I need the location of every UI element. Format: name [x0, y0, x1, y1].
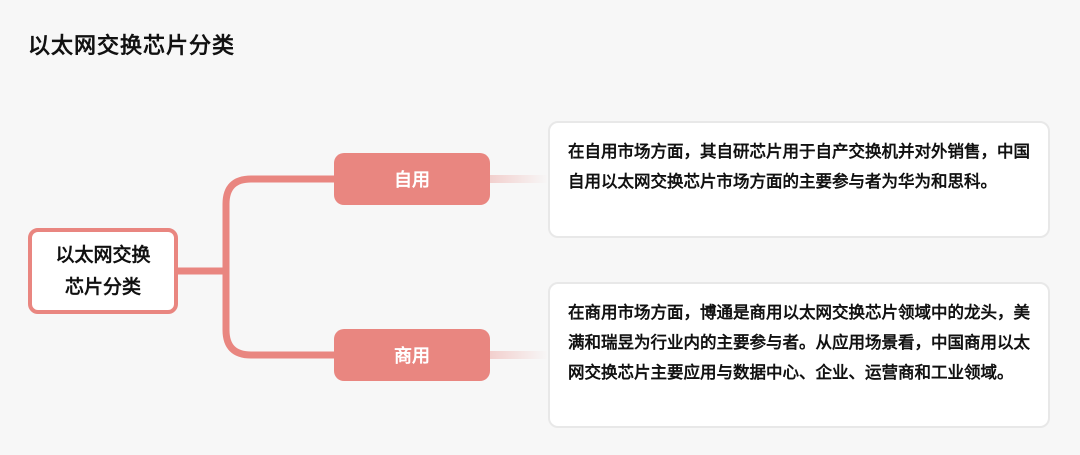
- fade-connector-self: [490, 175, 548, 183]
- description-card-commercial: 在商用市场方面，博通是商用以太网交换芯片领域中的龙头，美满和瑞昱为行业内的主要参…: [548, 282, 1050, 428]
- branch-connector-comm: [222, 271, 334, 359]
- fade-connector-comm: [490, 351, 548, 359]
- branch-node-self-use: 自用: [334, 153, 490, 205]
- branch-node-commercial: 商用: [334, 329, 490, 381]
- description-card-self-use: 在自用市场方面，其自研芯片用于自产交换机并对外销售，中国自用以太网交换芯片市场方…: [548, 121, 1050, 238]
- branch-connector-self: [222, 175, 334, 271]
- root-node: 以太网交换芯片分类: [28, 228, 178, 314]
- page-title: 以太网交换芯片分类: [28, 34, 236, 59]
